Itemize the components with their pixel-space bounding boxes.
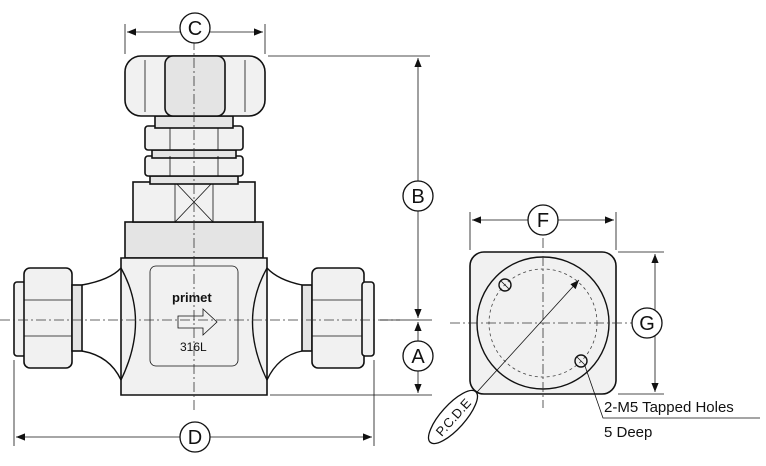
valve-body: primet 316L	[81, 221, 303, 396]
left-fitting	[13, 267, 83, 369]
dim-label-d: D	[179, 421, 211, 453]
right-fitting	[301, 267, 375, 369]
tapped-hole-icon	[574, 354, 588, 368]
dim-label-c: C	[179, 12, 211, 44]
dim-label-a: A	[402, 340, 434, 372]
brand-marking: primet	[172, 290, 212, 305]
handle-knob	[124, 55, 266, 117]
svg-text:A: A	[411, 346, 425, 368]
dim-label-g: G	[631, 307, 663, 339]
front-view: primet 316L	[0, 40, 400, 410]
holes-note: 2-M5 Tapped Holes	[604, 399, 734, 416]
dim-label-f: F	[527, 204, 559, 236]
svg-text:F: F	[537, 210, 549, 232]
svg-text:G: G	[639, 313, 655, 335]
tapped-hole-icon	[498, 278, 512, 292]
svg-text:C: C	[188, 18, 202, 40]
flow-arrow-icon	[177, 308, 218, 336]
material-marking: 316L	[180, 340, 207, 354]
side-view	[450, 238, 640, 408]
dim-label-b: B	[402, 180, 434, 212]
depth-note: 5 Deep	[604, 424, 652, 441]
dim-label-e: P.C.D.E	[427, 389, 479, 445]
svg-text:B: B	[411, 186, 424, 208]
svg-text:D: D	[188, 427, 202, 449]
